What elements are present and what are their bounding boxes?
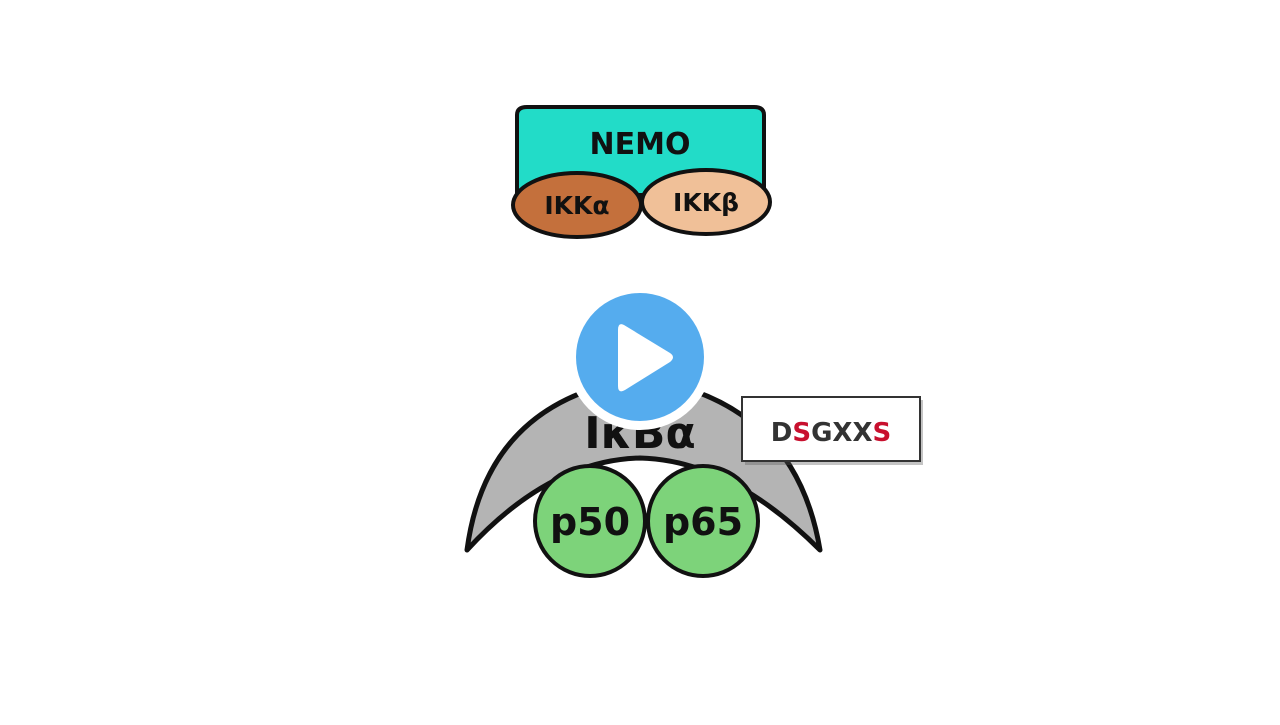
ikk-alpha-label: IKKα (544, 191, 609, 220)
play-icon (618, 324, 673, 392)
p65-label: p65 (663, 500, 743, 544)
motif-residue: X (852, 418, 872, 448)
motif-residue-highlight: S (873, 418, 892, 448)
p50-shape (533, 464, 647, 578)
motif-residue-highlight: S (792, 418, 811, 448)
ikk-beta-label: IKKβ (673, 188, 739, 217)
nemo-label: NEMO (590, 127, 691, 162)
p65-shape (646, 464, 760, 578)
motif-box: DSGXXS (741, 396, 923, 465)
motif-residue: D (771, 418, 793, 448)
motif-residue: X (832, 418, 852, 448)
motif-residue: G (811, 418, 832, 448)
motif-box-frame (741, 396, 921, 462)
ikk-beta-shape (640, 168, 772, 236)
ikk-complex: NEMO IKKα IKKβ (511, 105, 772, 239)
play-button[interactable] (567, 284, 713, 430)
motif-sequence: DSGXXS (771, 418, 892, 448)
p50-label: p50 (550, 500, 630, 544)
